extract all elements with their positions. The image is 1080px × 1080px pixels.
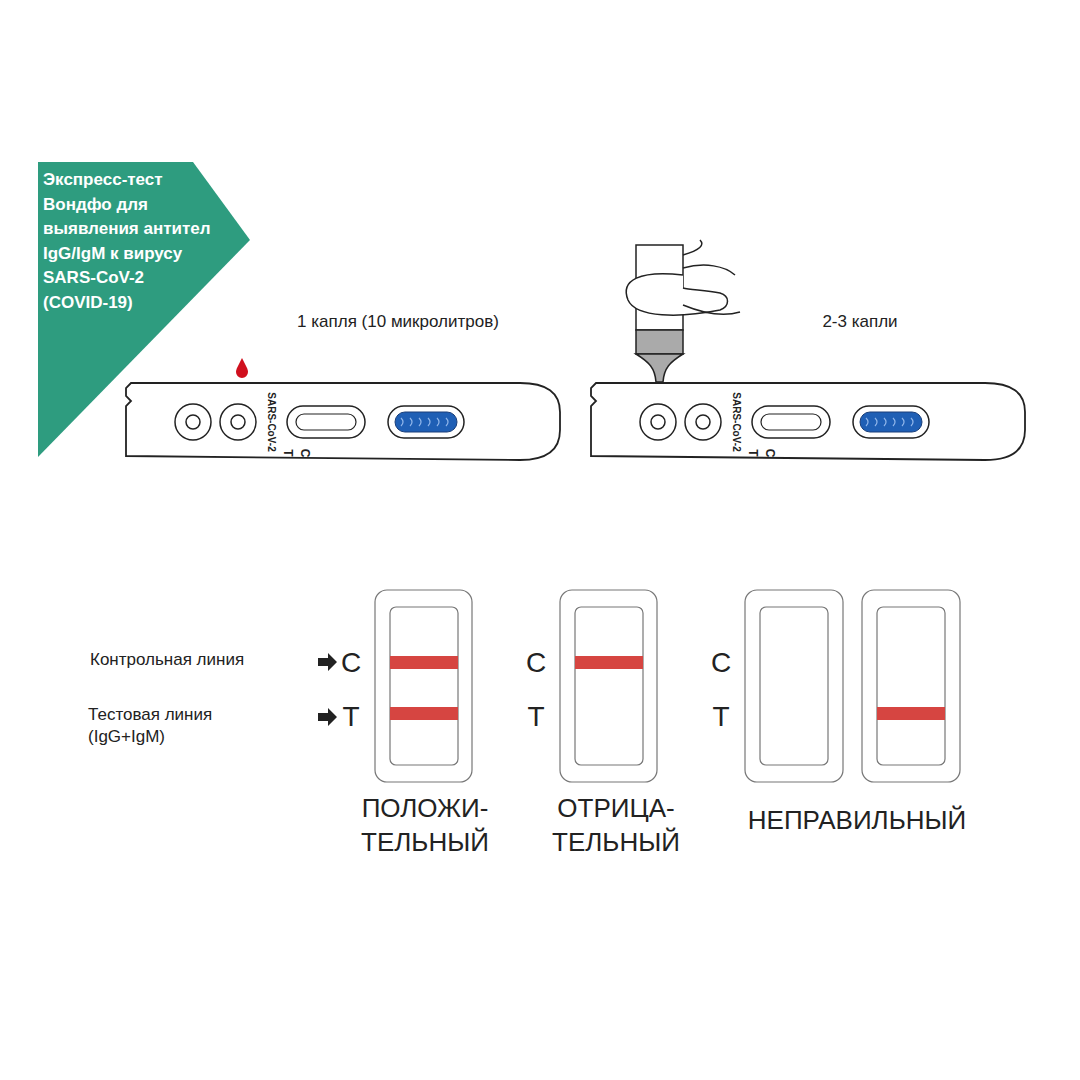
result-lines	[390, 656, 945, 720]
well-outer	[220, 404, 256, 440]
dropper	[626, 240, 740, 382]
cassette-outline	[591, 383, 1025, 460]
result-windows	[375, 590, 960, 782]
blood-drop	[236, 358, 248, 378]
pad-texture	[866, 418, 868, 426]
pad-texture	[884, 418, 886, 426]
pad-texture	[875, 418, 877, 426]
cassette-shape	[590, 382, 1027, 462]
cassette-mark: C	[764, 449, 776, 458]
line-letter: T	[712, 699, 729, 735]
well-outer	[175, 404, 211, 440]
drop-caption: 2-3 капли	[822, 311, 897, 333]
window-outer	[287, 406, 365, 438]
line-letter: C	[711, 645, 731, 681]
pad-texture	[893, 418, 895, 426]
pad-texture	[902, 418, 904, 426]
well-inner	[696, 415, 710, 429]
window-inner	[761, 414, 821, 430]
well-inner	[186, 415, 200, 429]
pad-outer	[388, 406, 464, 438]
well-outer	[640, 404, 676, 440]
line-label: Контрольная линия	[90, 649, 244, 671]
cassette-mark: T	[282, 449, 294, 456]
line-letter: C	[526, 645, 546, 681]
well-inner	[651, 415, 665, 429]
result-caption: ОТРИЦА- ТЕЛЬНЫЙ	[541, 792, 691, 860]
cassette-brand: SARS-CoV-2	[731, 392, 741, 451]
result-caption: НЕПРАВИЛЬНЫЙ	[748, 804, 966, 838]
pad-outer	[853, 406, 929, 438]
line-label: Тестовая линия (IgG+IgM)	[88, 704, 258, 748]
test-cassette: SARS-CoV-2CT	[125, 382, 562, 462]
cassette-brand: SARS-CoV-2	[266, 392, 276, 451]
cassette-mark: T	[747, 449, 759, 456]
cassette-mark: C	[299, 449, 311, 458]
well-inner	[231, 415, 245, 429]
line-letter: T	[527, 699, 544, 735]
cassette-outline	[126, 383, 560, 460]
line-letter: C	[341, 645, 361, 681]
pad-texture	[446, 418, 448, 426]
pad-texture	[911, 418, 913, 426]
pad-texture	[437, 418, 439, 426]
blue-pad	[395, 412, 457, 432]
line-letter: T	[342, 699, 359, 735]
window-outer	[752, 406, 830, 438]
banner-text: Экспресс-тест Вондфо для выявления антит…	[43, 168, 211, 315]
pad-texture	[410, 418, 412, 426]
pad-texture	[428, 418, 430, 426]
pointer-arrows	[318, 653, 337, 726]
result-caption: ПОЛОЖИ- ТЕЛЬНЫЙ	[350, 792, 500, 860]
drop-caption: 1 капля (10 микролитров)	[297, 311, 499, 333]
blue-pad	[860, 412, 922, 432]
pad-texture	[401, 418, 403, 426]
window-inner	[296, 414, 356, 430]
pad-texture	[419, 418, 421, 426]
well-outer	[685, 404, 721, 440]
cassette-shape	[125, 382, 562, 462]
test-cassette: SARS-CoV-2CT	[590, 382, 1027, 462]
